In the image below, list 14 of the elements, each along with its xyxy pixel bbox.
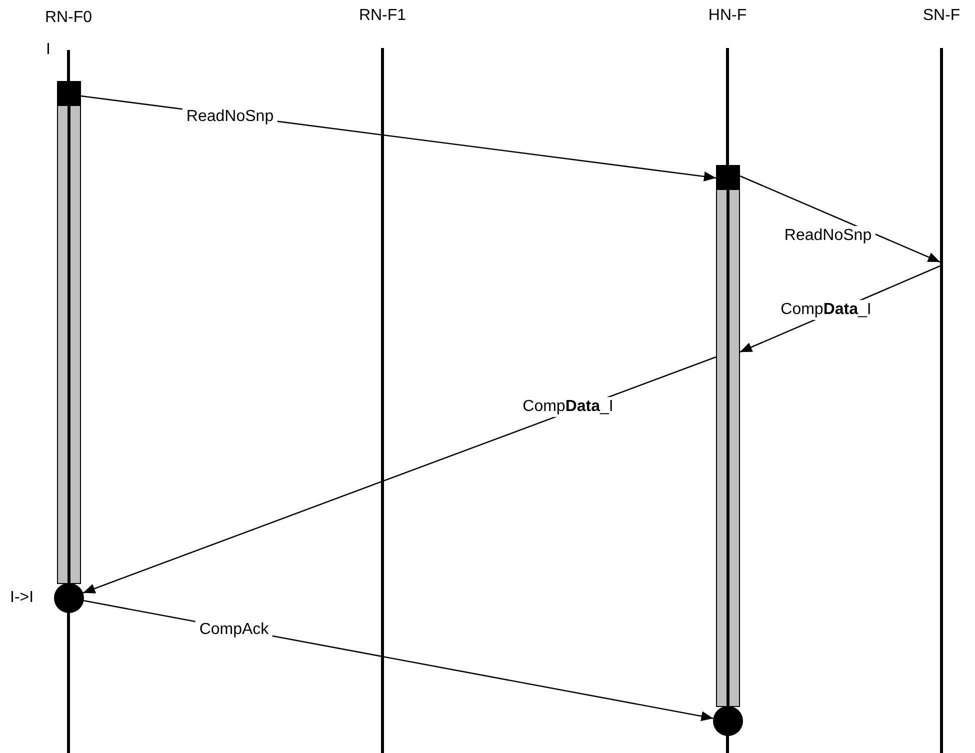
lifeline-header: RN-F0 [44,8,92,28]
lifeline-header: RN-F1 [358,6,406,26]
message-arrow [82,356,716,594]
lifeline-header: HN-F [708,6,747,26]
lifeline-header: SN-F [922,6,960,26]
activation-bar [716,189,740,707]
activation-bar [57,105,81,584]
edge-label: ReadNoSnp [182,107,278,127]
activation-square [57,81,81,105]
edge-label: CompAck [195,620,273,640]
activation-square [716,165,740,189]
message-arrow [740,175,940,263]
state-label: I->I [10,588,34,608]
state-label: I [46,40,50,60]
